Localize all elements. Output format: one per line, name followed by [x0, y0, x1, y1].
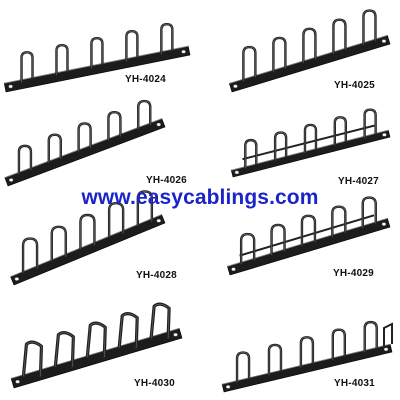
mounting-hole	[8, 84, 13, 89]
mounting-bar	[10, 328, 183, 389]
bar-edge-highlight	[11, 328, 180, 379]
cable-rail	[239, 214, 375, 257]
cable-ring-highlight	[108, 111, 121, 141]
cable-ring-highlight	[364, 109, 376, 138]
cable-manager-yh-4031-image	[221, 320, 393, 393]
cable-ring-highlight	[118, 313, 138, 348]
mounting-hole	[14, 277, 20, 281]
mounting-hole	[225, 385, 231, 389]
cable-manager-yh-4025-image	[229, 9, 391, 93]
cable-ring-highlight	[56, 44, 68, 76]
mounting-hole	[181, 49, 186, 54]
mounting-hole	[231, 267, 236, 272]
cable-ring-highlight	[300, 337, 314, 368]
mounting-hole	[156, 218, 161, 223]
cable-ring-highlight	[21, 51, 33, 83]
cable-ring-highlight	[51, 226, 67, 261]
mounting-hole	[381, 39, 387, 43]
cable-ring-highlight	[333, 19, 346, 54]
cable-ring-highlight	[301, 215, 316, 246]
cable-ring-highlight	[48, 134, 62, 163]
cable-ring-highlight	[245, 139, 257, 169]
cable-ring-highlight	[150, 303, 170, 339]
cable-ring-highlight	[273, 37, 286, 72]
cable-ring-highlight	[18, 145, 32, 174]
website-watermark: www.easycablings.com	[81, 186, 319, 209]
mounting-hole	[381, 222, 387, 226]
cable-ring-highlight	[363, 10, 376, 45]
mounting-bar	[4, 118, 166, 187]
cable-manager-yh-4028-image	[10, 190, 166, 286]
cable-ring-highlight	[22, 238, 38, 273]
cable-ring-highlight	[332, 206, 346, 237]
cable-ring-highlight	[243, 46, 256, 82]
model-label-yh-4029: YH-4029	[333, 268, 374, 279]
bar-edge-highlight	[10, 214, 162, 278]
cable-ring-highlight	[240, 233, 255, 265]
cable-ring-highlight	[137, 100, 151, 130]
mounting-hole	[233, 84, 238, 89]
bar-edge-highlight	[4, 45, 189, 84]
end-bracket	[383, 322, 393, 348]
model-label-yh-4031: YH-4031	[334, 378, 375, 389]
cable-manager-yh-4030-image	[10, 302, 183, 389]
cable-ring-highlight	[304, 124, 317, 153]
cable-ring-highlight	[271, 224, 285, 255]
mounting-bar	[230, 129, 391, 178]
cable-ring-highlight	[78, 123, 91, 152]
mounting-bar	[227, 218, 391, 276]
cable-ring-highlight	[161, 23, 173, 55]
cable-manager-yh-4024-image	[3, 22, 191, 93]
cable-ring-highlight	[362, 197, 377, 228]
cable-ring-highlight	[268, 344, 282, 375]
cable-ring-highlight	[274, 132, 287, 161]
mounting-hole	[173, 332, 178, 337]
cable-manager-yh-4029-image	[227, 196, 391, 276]
mounting-hole	[382, 133, 387, 137]
cable-ring-highlight	[236, 352, 250, 383]
cable-ring-highlight	[80, 214, 95, 250]
cable-ring-highlight	[332, 329, 346, 360]
model-label-yh-4030: YH-4030	[134, 378, 175, 389]
cable-ring-highlight	[126, 30, 138, 62]
cable-ring-highlight	[108, 202, 124, 238]
mounting-hole	[383, 347, 389, 352]
cable-ring-highlight	[91, 37, 103, 69]
cable-ring-highlight	[334, 117, 347, 146]
cable-ring-highlight	[86, 322, 106, 358]
mounting-bar	[10, 214, 166, 286]
cable-manager-yh-4026-image	[4, 99, 166, 187]
model-label-yh-4024: YH-4024	[125, 74, 166, 85]
mounting-hole	[156, 122, 161, 127]
cable-ring-highlight	[23, 341, 42, 377]
cable-ring-highlight	[55, 332, 74, 367]
cable-ring-highlight	[303, 28, 316, 63]
model-label-yh-4025: YH-4025	[334, 80, 375, 91]
model-label-yh-4026: YH-4026	[146, 175, 187, 186]
model-label-yh-4027: YH-4027	[338, 176, 379, 187]
cable-manager-yh-4027-image	[230, 108, 391, 178]
model-label-yh-4028: YH-4028	[136, 270, 177, 281]
cable-ring-highlight	[364, 321, 378, 353]
mounting-hole	[234, 170, 240, 175]
cable-ring-highlight	[137, 191, 153, 226]
mounting-hole	[15, 379, 20, 384]
mounting-hole	[8, 178, 14, 182]
cable-rail	[242, 124, 375, 161]
